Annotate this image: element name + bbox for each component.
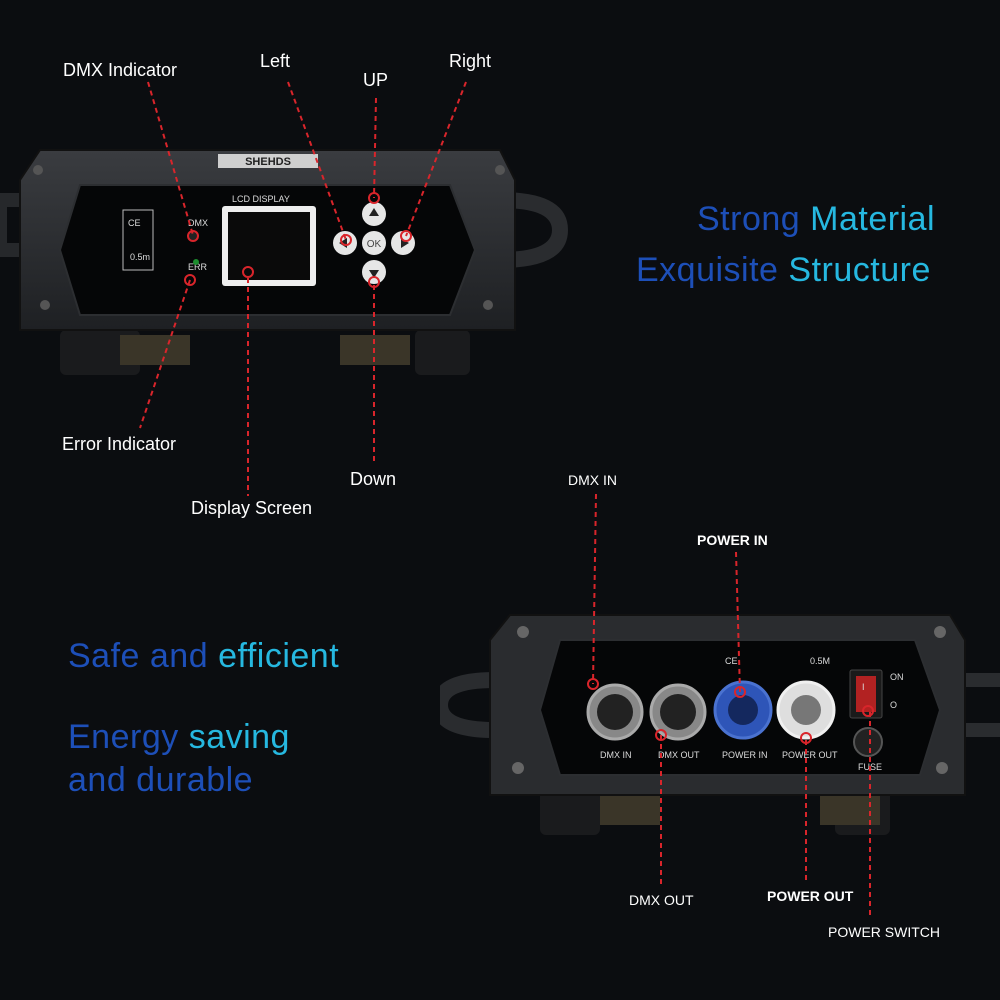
label-right: Right <box>449 51 492 71</box>
slogan-line-2: Exquisite Structure <box>636 251 931 289</box>
label-power-out: POWER OUT <box>767 888 854 904</box>
svg-text:O: O <box>890 700 897 710</box>
svg-text:DMX IN: DMX IN <box>600 750 632 760</box>
label-power-in: POWER IN <box>697 532 768 548</box>
label-power-switch: POWER SWITCH <box>828 924 940 940</box>
slogan-line-5: and durable <box>68 761 254 799</box>
svg-text:POWER OUT: POWER OUT <box>782 750 838 760</box>
svg-text:CE: CE <box>128 218 141 228</box>
label-left: Left <box>260 51 291 71</box>
label-display-screen: Display Screen <box>191 498 313 518</box>
slogan-line-3: Safe and efficient <box>68 637 340 675</box>
svg-text:I: I <box>862 682 865 692</box>
label-dmx-indicator: DMX Indicator <box>63 60 178 80</box>
svg-text:POWER IN: POWER IN <box>722 750 768 760</box>
svg-text:ERR: ERR <box>188 262 208 272</box>
svg-text:ON: ON <box>890 672 904 682</box>
bottom-device: CE 0.5M DMX IN DMX OUT POWER IN POWER OU… <box>440 614 1000 835</box>
slogan-line-1: Strong Material <box>697 200 936 238</box>
svg-text:CE: CE <box>725 656 738 666</box>
svg-text:LCD DISPLAY: LCD DISPLAY <box>232 194 290 204</box>
label-down: Down <box>350 469 397 489</box>
slogan-line-4: Energy saving <box>68 718 290 756</box>
svg-text:0.5M: 0.5M <box>810 656 830 666</box>
svg-text:DMX: DMX <box>188 218 208 228</box>
svg-text:DMX OUT: DMX OUT <box>658 750 700 760</box>
label-dmx-in: DMX IN <box>568 472 617 488</box>
svg-text:OK: OK <box>367 239 382 250</box>
label-up: UP <box>363 70 389 90</box>
svg-text:FUSE: FUSE <box>858 762 882 772</box>
brand-logo: SHEHDS <box>245 156 291 168</box>
top-device: SHEHDS CE 0.5m DMX ERR LCD DISPLAY OK <box>0 149 569 375</box>
svg-text:0.5m: 0.5m <box>130 252 150 262</box>
label-dmx-out: DMX OUT <box>629 892 694 908</box>
label-error-indicator: Error Indicator <box>62 434 177 454</box>
